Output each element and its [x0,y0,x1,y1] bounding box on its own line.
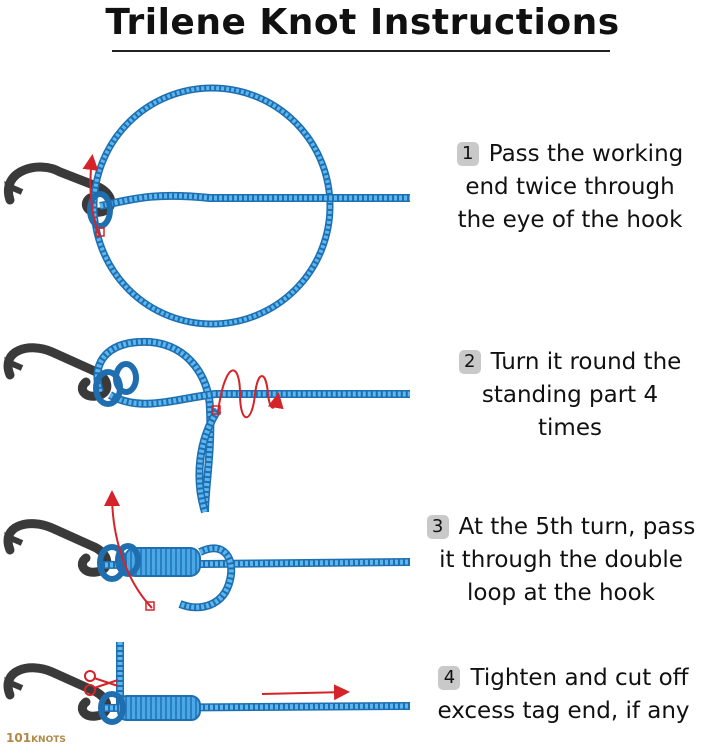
step-text-line: times [538,415,602,441]
step-number-badge: 4 [438,666,461,690]
step-text-line: At the 5th turn, pass [458,514,696,540]
step-text-line: standing part 4 [481,382,659,408]
page-title: Trilene Knot Instructions [105,2,620,43]
scissors-icon [84,670,119,696]
arrow-icon [211,369,284,418]
step-3-instruction: 3 At the 5th turn, pass it through the do… [400,511,722,610]
step-text-line: end twice through [465,174,675,200]
hook-icon [3,519,112,577]
step-1-instruction: 1 Pass the working end twice through the … [420,138,720,237]
step-2-illustration [3,337,410,514]
title-underline [112,50,610,52]
step-number-badge: 1 [456,142,479,166]
step-4-instruction: 4 Tighten and cut off excess tag end, if … [405,662,722,728]
hook-icon [3,663,112,721]
rope-illustration [97,543,411,612]
step-text-line: it through the double [439,547,683,573]
rope-illustration [98,642,411,725]
hook-icon [3,343,112,401]
brand-logo: 101KNOTS [6,731,66,745]
step-number-badge: 3 [426,515,449,539]
step-3-illustration [3,490,411,612]
step-text-line: Tighten and cut off [470,665,689,691]
step-text-line: excess tag end, if any [437,698,690,724]
arrow-icon [104,490,155,611]
rope-illustration [93,337,410,514]
step-text-line: the eye of the hook [457,207,683,233]
arrow-icon [82,154,105,237]
step-text-line: Pass the working [488,141,684,167]
step-4-illustration [3,642,411,725]
rope-illustration [87,84,410,328]
step-1-illustration [3,84,410,328]
arrow-icon [261,684,350,701]
step-2-instruction: 2 Turn it round the standing part 4 times [420,346,720,445]
step-text-line: loop at the hook [467,580,655,606]
step-number-badge: 2 [458,350,481,374]
step-text-line: Turn it round the [490,349,682,375]
